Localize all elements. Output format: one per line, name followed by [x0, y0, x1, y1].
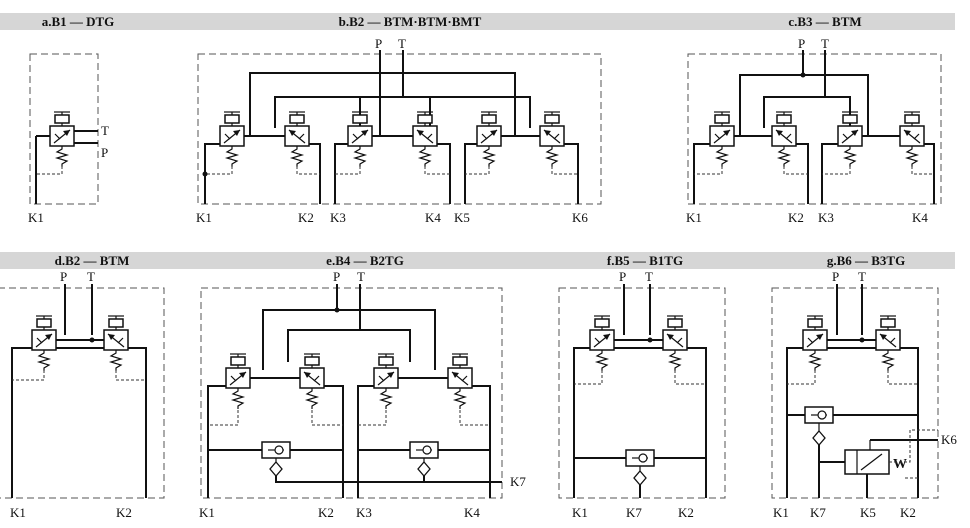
panel-f-port-t: T: [645, 269, 653, 284]
panel-e-outlet-k2: K2: [318, 505, 334, 520]
panel-a-outlet-k1: K1: [28, 210, 44, 225]
panel-e-aux-k7: K7: [510, 474, 526, 489]
panel-a-port-p: P: [101, 145, 108, 160]
panel-f-title: f.B5 — B1TG: [607, 253, 683, 268]
panel-f-circuit: P T K1 K7 K2: [558, 269, 726, 520]
panel-d-circuit: P T K1 K2: [0, 269, 165, 520]
panel-c-port-t: T: [821, 36, 829, 51]
panel-c-title: c.B3 — BTM: [788, 14, 861, 29]
panel-c-outlet-k1: K1: [686, 210, 702, 225]
panel-f-port-p: P: [619, 269, 626, 284]
panel-d-title: d.B2 — BTM: [55, 253, 130, 268]
panel-e-port-t: T: [357, 269, 365, 284]
title-band-bottom: [0, 252, 955, 269]
panel-e-outlet-k1: K1: [199, 505, 215, 520]
panel-b-title: b.B2 — BTM·BTM·BMT: [339, 14, 482, 29]
panel-d-outlet-k2: K2: [116, 505, 132, 520]
panel-a-title: a.B1 — DTG: [42, 14, 115, 29]
panel-b-outlet-k5: K5: [454, 210, 470, 225]
panel-g-outlet-k7: K7: [810, 505, 826, 520]
panel-f-outlet-k7: K7: [626, 505, 642, 520]
panel-b-outlet-k4: K4: [425, 210, 441, 225]
panel-e-title: e.B4 — B2TG: [326, 253, 404, 268]
panel-c-outlet-k3: K3: [818, 210, 834, 225]
panel-f-outlet-k1: K1: [572, 505, 588, 520]
panel-a-port-t: T: [101, 123, 109, 138]
panel-b-port-p: P: [375, 36, 382, 51]
panel-g-title: g.B6 — B3TG: [827, 253, 905, 268]
panel-g-port-t: T: [858, 269, 866, 284]
panel-c-circuit: P T K1 K2 K3 K4: [686, 36, 942, 225]
panel-e-circuit: P T K7 K1 K2 K3 K4: [199, 269, 526, 520]
panel-g-outlet-k5: K5: [860, 505, 876, 520]
panel-g-port-p: P: [832, 269, 839, 284]
panel-c-outlet-k2: K2: [788, 210, 804, 225]
panel-d-outlet-k1: K1: [10, 505, 26, 520]
panel-b-port-t: T: [398, 36, 406, 51]
panel-d-port-p: P: [60, 269, 67, 284]
panel-c-outlet-k4: K4: [912, 210, 928, 225]
panel-b-outlet-k1: K1: [196, 210, 212, 225]
title-band-top: [0, 13, 955, 30]
panel-e-outlet-k4: K4: [464, 505, 480, 520]
panel-e-outlet-k3: K3: [356, 505, 372, 520]
panel-g-outlet-k2: K2: [900, 505, 916, 520]
panel-g-circuit: W P T K6 K1 K7 K5 K2: [771, 269, 957, 520]
panel-g-spring-mark: W: [893, 457, 907, 472]
panel-g-outlet-k1: K1: [773, 505, 789, 520]
panel-b-outlet-k6: K6: [572, 210, 588, 225]
panel-b-circuit: P T K1 K2 K3 K4 K5 K6: [196, 36, 602, 225]
panel-e-port-p: P: [333, 269, 340, 284]
panel-b-outlet-k2: K2: [298, 210, 314, 225]
panel-c-port-p: P: [798, 36, 805, 51]
panel-g-aux-k6: K6: [941, 432, 957, 447]
panel-a-circuit: T P K1: [28, 53, 109, 225]
panel-f-outlet-k2: K2: [678, 505, 694, 520]
panel-d-port-t: T: [87, 269, 95, 284]
panel-b-outlet-k3: K3: [330, 210, 346, 225]
